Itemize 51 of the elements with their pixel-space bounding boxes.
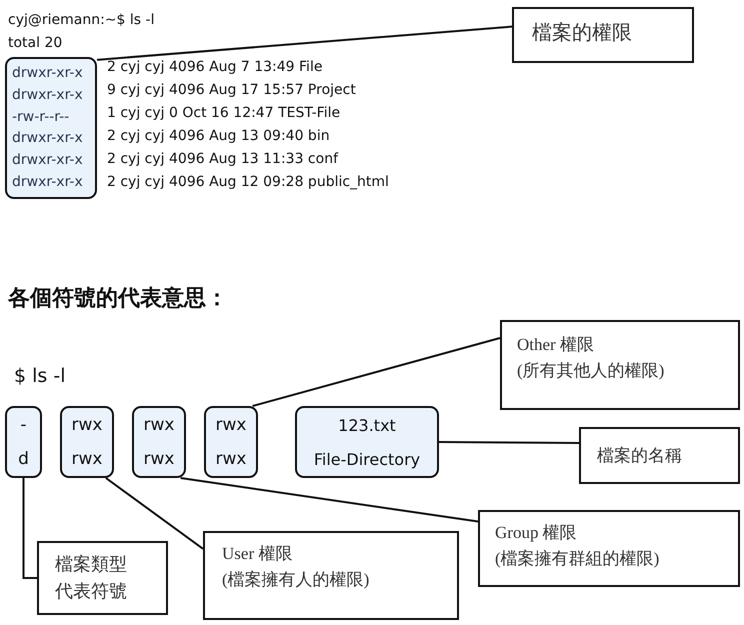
terminal-text: rwx (216, 449, 246, 469)
file-name-box (295, 406, 439, 478)
terminal-text: rwx (144, 415, 174, 435)
output-line: 2 cyj cyj 4096 Aug 13 09:40 bin (107, 128, 330, 144)
terminal-text: 123.txt (338, 416, 396, 434)
terminal-text: drwxr-xr-x (12, 129, 83, 148)
output-line: 1 cyj cyj 0 Oct 16 12:47 TEST-File (107, 105, 340, 121)
callout-box (500, 320, 740, 410)
leader-line (180, 477, 478, 523)
leader-line (252, 337, 500, 407)
output-line: 2 cyj cyj 4096 Aug 12 09:28 public_html (107, 174, 389, 190)
terminal-text: drwxr-xr-x (12, 151, 83, 170)
leader-line (439, 441, 579, 444)
terminal-text: drwxr-xr-x (12, 86, 83, 105)
callout-box (37, 541, 168, 615)
callout-text: 檔案的權限 (532, 21, 633, 46)
callout-text: User 權限 (222, 543, 294, 565)
terminal-text: rwx (72, 449, 102, 469)
callout-text: (檔案擁有人的權限) (222, 568, 370, 590)
callout-text: 檔案的名稱 (597, 445, 683, 467)
leader-line (105, 477, 204, 550)
terminal-text: rwx (144, 449, 174, 469)
terminal-text: -rw-r--r-- (12, 108, 70, 127)
command-line: $ ls -l (14, 365, 66, 387)
command-line: cyj@riemann:~$ ls -l (8, 12, 154, 28)
user-permission-box (60, 406, 114, 478)
terminal-text: rwx (72, 415, 102, 435)
callout-box (512, 7, 694, 63)
leader-line (96, 26, 512, 61)
file-type-box (5, 406, 42, 478)
section-heading: 各個符號的代表意思： (8, 285, 228, 313)
callout-text: Group 權限 (495, 522, 578, 544)
callout-text: (檔案擁有群組的權限) (495, 548, 660, 570)
callout-text: (所有其他人的權限) (517, 360, 666, 382)
output-line: 2 cyj cyj 4096 Aug 7 13:49 File (107, 59, 322, 75)
terminal-text: drwxr-xr-x (12, 172, 83, 192)
terminal-text: rwx (216, 415, 246, 435)
terminal-text: drwxr-xr-x (12, 64, 83, 83)
terminal-text: File-Directory (314, 450, 420, 468)
leader-line (22, 478, 37, 579)
callout-text: Other 權限 (517, 334, 595, 356)
callout-text: 檔案類型代表符號 (55, 553, 128, 603)
permission-column (5, 57, 97, 199)
group-permission-box (132, 406, 186, 478)
callout-box (478, 510, 740, 587)
terminal-text: - (20, 415, 27, 435)
callout-box (203, 531, 459, 620)
terminal-text: d (18, 449, 29, 469)
callout-box (579, 427, 740, 484)
other-permission-box (204, 406, 258, 478)
output-line: total 20 (8, 35, 62, 51)
